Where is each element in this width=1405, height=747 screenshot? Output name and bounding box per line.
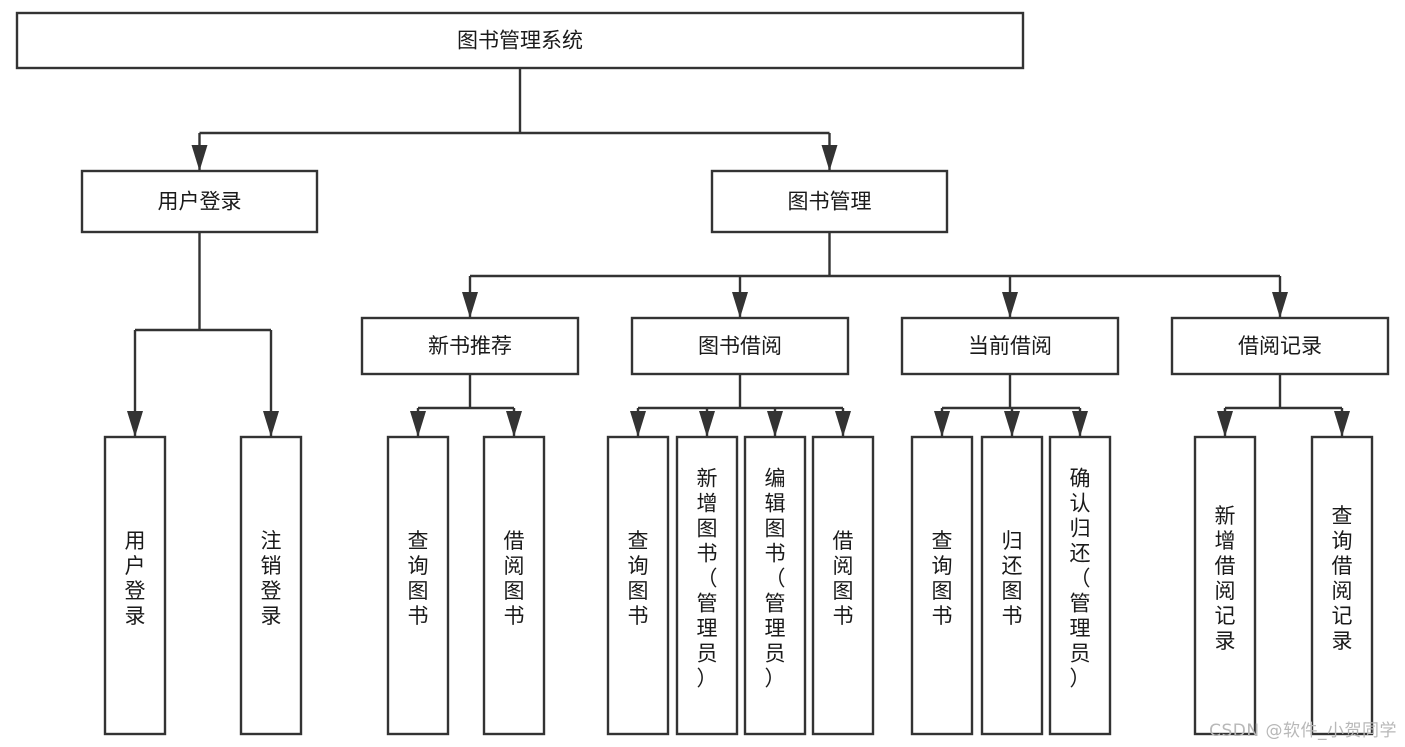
node-leaf-add-record[interactable]: 新增借阅记录	[1193, 435, 1257, 736]
arrow-head-icon	[127, 411, 143, 437]
node-label: 注销登录	[261, 529, 282, 628]
node-box	[811, 435, 875, 736]
arrow-head-icon	[506, 411, 522, 437]
node-label: 编辑图书（管理员）	[765, 467, 786, 691]
arrow-head-icon	[191, 145, 208, 171]
node-current-borrow[interactable]: 当前借阅	[900, 316, 1120, 376]
node-leaf-query-book-2[interactable]: 查询图书	[606, 435, 670, 736]
node-borrow-record[interactable]: 借阅记录	[1170, 316, 1390, 376]
node-new-book-recommend[interactable]: 新书推荐	[360, 316, 580, 376]
node-box	[675, 435, 739, 736]
node-label: 新书推荐	[428, 334, 512, 358]
node-user-login[interactable]: 用户登录	[80, 169, 319, 234]
node-leaf-borrow-book-1[interactable]: 借阅图书	[482, 435, 546, 736]
node-box	[360, 316, 580, 376]
node-box	[103, 435, 167, 736]
arrow-head-icon	[1004, 411, 1020, 437]
node-leaf-add-book[interactable]: 新增图书（管理员）	[675, 435, 739, 736]
node-label: 借阅图书	[833, 529, 854, 628]
edges-layer	[127, 68, 1350, 437]
node-box	[15, 11, 1025, 70]
node-book-borrow[interactable]: 图书借阅	[630, 316, 850, 376]
node-leaf-user-login[interactable]: 用户登录	[103, 435, 167, 736]
node-label: 查询图书	[408, 529, 429, 628]
node-label: 查询图书	[932, 529, 953, 628]
node-leaf-query-record[interactable]: 查询借阅记录	[1310, 435, 1374, 736]
arrow-head-icon	[1334, 411, 1350, 437]
node-leaf-borrow-book-2[interactable]: 借阅图书	[811, 435, 875, 736]
node-leaf-query-book-1[interactable]: 查询图书	[386, 435, 450, 736]
arrow-head-icon	[1002, 292, 1018, 318]
node-box	[386, 435, 450, 736]
node-box	[630, 316, 850, 376]
node-book-manage[interactable]: 图书管理	[710, 169, 949, 234]
node-box	[980, 435, 1044, 736]
node-box	[239, 435, 303, 736]
arrow-head-icon	[835, 411, 851, 437]
arrow-head-icon	[462, 292, 478, 318]
node-box	[743, 435, 807, 736]
arrow-head-icon	[1217, 411, 1233, 437]
node-label: 新增借阅记录	[1215, 504, 1236, 653]
node-leaf-edit-book[interactable]: 编辑图书（管理员）	[743, 435, 807, 736]
node-label: 查询借阅记录	[1332, 504, 1353, 653]
arrow-head-icon	[1272, 292, 1288, 318]
node-leaf-logout[interactable]: 注销登录	[239, 435, 303, 736]
arrow-head-icon	[1072, 411, 1088, 437]
node-box	[1193, 435, 1257, 736]
node-label: 图书管理系统	[457, 29, 583, 53]
node-box	[910, 435, 974, 736]
node-box	[80, 169, 319, 234]
arrow-head-icon	[732, 292, 748, 318]
node-box	[482, 435, 546, 736]
node-box	[900, 316, 1120, 376]
node-leaf-return-book[interactable]: 归还图书	[980, 435, 1044, 736]
node-label: 借阅记录	[1238, 334, 1322, 358]
arrow-head-icon	[934, 411, 950, 437]
node-label: 图书管理	[788, 190, 872, 214]
arrow-head-icon	[263, 411, 279, 437]
node-label: 图书借阅	[698, 334, 782, 358]
node-label: 归还图书	[1002, 529, 1023, 628]
node-leaf-confirm-return[interactable]: 确认归还（管理员）	[1048, 435, 1112, 736]
node-label: 用户登录	[158, 190, 242, 214]
node-box	[710, 169, 949, 234]
node-label: 借阅图书	[504, 529, 525, 628]
csdn-watermark: CSDN @软件_小贺同学	[1209, 721, 1397, 741]
arrow-head-icon	[630, 411, 646, 437]
arrow-head-icon	[767, 411, 783, 437]
node-box	[1310, 435, 1374, 736]
node-box	[1048, 435, 1112, 736]
nodes-layer: 图书管理系统用户登录图书管理新书推荐图书借阅当前借阅借阅记录用户登录注销登录查询…	[15, 11, 1390, 736]
arrow-head-icon	[699, 411, 715, 437]
node-label: 用户登录	[125, 529, 146, 628]
node-box	[1170, 316, 1390, 376]
node-label: 当前借阅	[968, 334, 1052, 358]
arrow-head-icon	[821, 145, 838, 171]
arrow-head-icon	[410, 411, 426, 437]
node-root-book-management-system[interactable]: 图书管理系统	[15, 11, 1025, 70]
node-label: 确认归还（管理员）	[1070, 467, 1091, 691]
node-label: 新增图书（管理员）	[697, 467, 718, 691]
node-box	[606, 435, 670, 736]
node-label: 查询图书	[628, 529, 649, 628]
node-leaf-query-book-3[interactable]: 查询图书	[910, 435, 974, 736]
